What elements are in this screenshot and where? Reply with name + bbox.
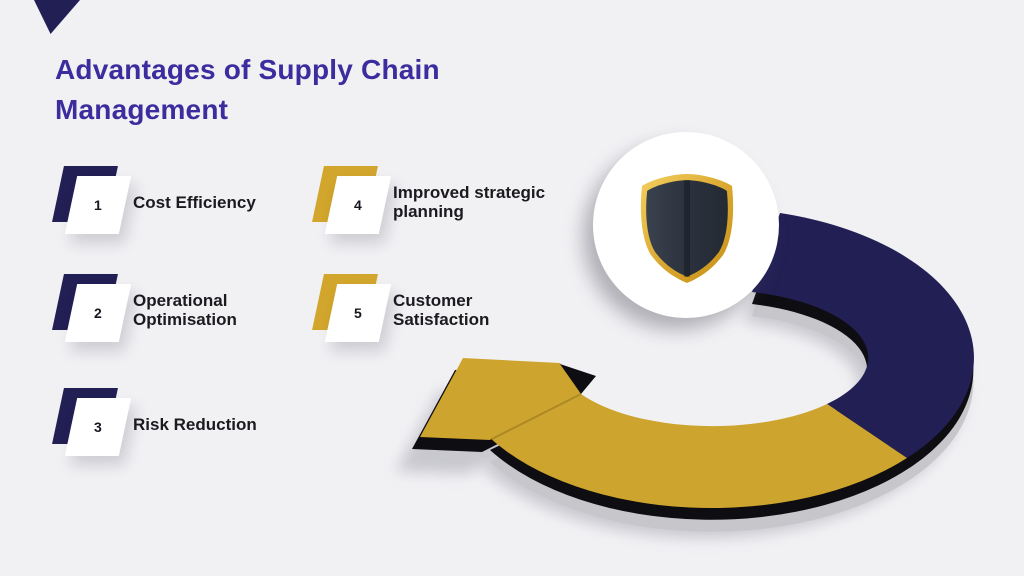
- advantage-item-2: 2 Operational Optimisation: [52, 274, 237, 346]
- badge-number: 5: [354, 305, 362, 321]
- arrow-rim: [412, 370, 573, 452]
- ring-base: [490, 237, 974, 532]
- shield-icon: [640, 174, 734, 283]
- advantage-item-1: 1 Cost Efficiency: [52, 166, 256, 238]
- center-badge: [593, 132, 779, 318]
- ring-segment-gold: [490, 394, 907, 509]
- advantage-item-4: 4 Improved strategic planning: [312, 166, 546, 238]
- ring-rim: [490, 225, 974, 520]
- badge-number: 3: [94, 419, 102, 435]
- number-badge-1: 1: [52, 166, 132, 238]
- advantage-item-5: 5 Customer Satisfaction: [312, 274, 490, 346]
- badge-number: 2: [94, 305, 102, 321]
- badge-card: 4: [324, 176, 392, 234]
- advantage-label-4: Improved strategic planning: [393, 183, 546, 221]
- number-badge-4: 4: [312, 166, 392, 238]
- number-badge-2: 2: [52, 274, 132, 346]
- badge-card: 5: [324, 284, 392, 342]
- advantage-label-3: Risk Reduction: [133, 414, 257, 434]
- page-title: Advantages of Supply Chain Management: [55, 50, 440, 130]
- badge-number: 4: [354, 197, 362, 213]
- advantage-label-5: Customer Satisfaction: [393, 291, 490, 329]
- arrow-seam: [489, 393, 582, 441]
- badge-card: 2: [64, 284, 132, 342]
- page-title-line-2: Management: [55, 94, 229, 125]
- arrow-notch: [560, 364, 596, 394]
- arrow-head: [420, 358, 581, 440]
- corner-accent-triangle: [34, 0, 80, 34]
- badge-card: 3: [64, 398, 132, 456]
- center-circle: [593, 132, 779, 318]
- ring-segment-navy: [752, 213, 974, 458]
- advantage-label-1: Cost Efficiency: [133, 192, 256, 212]
- page-title-line-1: Advantages of Supply Chain: [55, 54, 440, 85]
- badge-number: 1: [94, 197, 102, 213]
- number-badge-5: 5: [312, 274, 392, 346]
- number-badge-3: 3: [52, 388, 132, 460]
- badge-card: 1: [64, 176, 132, 234]
- advantage-item-3: 3 Risk Reduction: [52, 388, 257, 460]
- advantage-label-2: Operational Optimisation: [133, 291, 237, 329]
